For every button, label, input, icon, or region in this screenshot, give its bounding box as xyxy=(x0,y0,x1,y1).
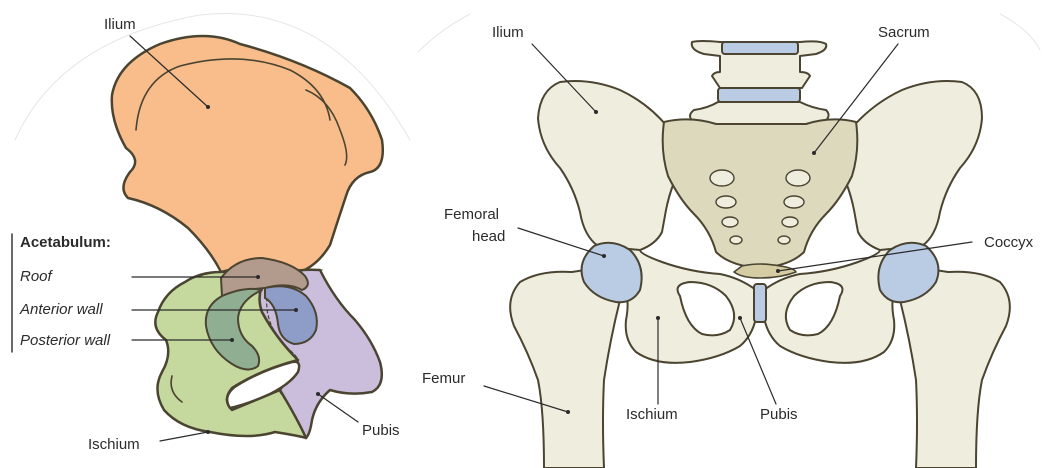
left-ilium-region xyxy=(112,36,383,272)
sacral-foramen-1r xyxy=(786,170,810,186)
right-ischium-label: Ischium xyxy=(626,406,678,424)
right-ischium-dot xyxy=(656,316,660,320)
acetabulum-heading: Acetabulum: xyxy=(20,234,111,252)
right-ilium-dot xyxy=(594,110,598,114)
sacral-foramen-2l xyxy=(716,196,736,208)
femoral-head-label-line2: head xyxy=(472,228,505,246)
right-panel-right-ilium xyxy=(834,81,982,251)
sacrum-label: Sacrum xyxy=(878,24,930,42)
left-roof-dot xyxy=(256,275,260,279)
left-ilium-dot xyxy=(206,105,210,109)
left-pubis-dot xyxy=(316,392,320,396)
roof-label: Roof xyxy=(20,268,52,286)
right-femur-dot xyxy=(566,410,570,414)
left-ilium-label: Ilium xyxy=(104,16,136,34)
pubic-symphysis xyxy=(754,284,766,322)
left-pubis-label: Pubis xyxy=(362,422,400,440)
femur-label: Femur xyxy=(422,370,465,388)
sacral-foramen-3r xyxy=(782,217,798,227)
sacral-foramen-2r xyxy=(784,196,804,208)
sacral-foramen-4l xyxy=(730,236,742,244)
coccyx-label: Coccyx xyxy=(984,234,1033,252)
right-coccyx-dot xyxy=(776,269,780,273)
right-sacrum-dot xyxy=(812,151,816,155)
left-hip-bone-lateral-view xyxy=(12,14,410,441)
sacral-foramen-4r xyxy=(778,236,790,244)
intervertebral-disc-1 xyxy=(722,42,798,54)
posterior-wall-label: Posterior wall xyxy=(20,332,110,350)
coccyx xyxy=(734,264,796,278)
intervertebral-disc-2 xyxy=(718,88,800,102)
right-panel-left-ilium xyxy=(538,81,686,251)
right-pubis-dot xyxy=(738,316,742,320)
anterior-wall-label: Anterior wall xyxy=(20,301,103,319)
left-posterior-wall-dot xyxy=(230,338,234,342)
right-femoral-head-dot xyxy=(602,254,606,258)
right-pubis-label: Pubis xyxy=(760,406,798,424)
right-ilium-label: Ilium xyxy=(492,24,524,42)
left-ischium-dot xyxy=(206,430,210,434)
sacral-foramen-1l xyxy=(710,170,734,186)
left-pubis-leader xyxy=(318,394,358,422)
sacral-foramen-3l xyxy=(722,217,738,227)
femoral-head-label-line1: Femoral xyxy=(444,206,499,224)
right-pelvis-anterior-view xyxy=(418,14,1040,468)
sacrum xyxy=(663,119,858,268)
left-anterior-wall-dot xyxy=(294,308,298,312)
left-ischium-label: Ischium xyxy=(88,436,140,454)
left-ischium-leader xyxy=(160,432,208,441)
